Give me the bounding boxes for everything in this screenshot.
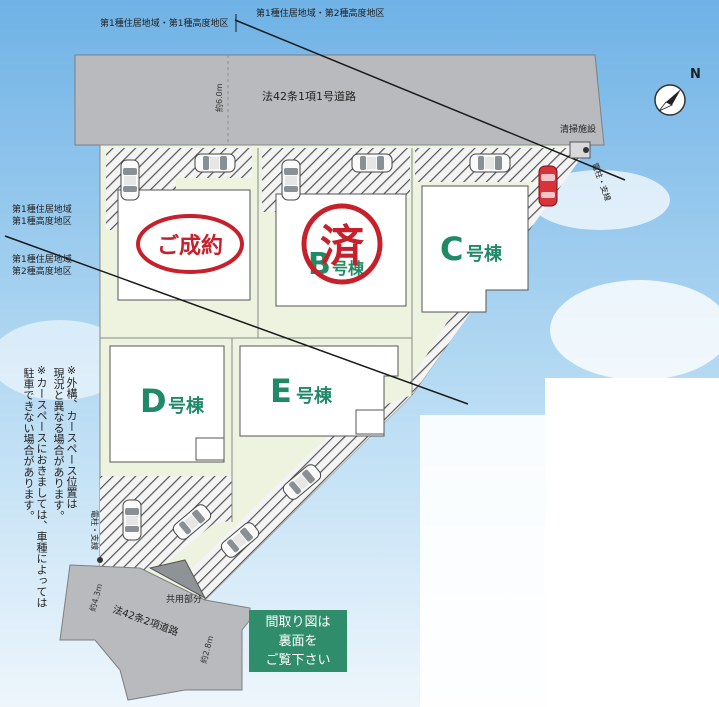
north-arrow-icon <box>666 89 681 105</box>
blank-area <box>420 415 550 707</box>
lot-b-suffix: 号棟 <box>332 259 365 278</box>
car <box>122 499 142 541</box>
lot-b-letter: B <box>308 247 331 282</box>
blank-area <box>545 378 719 707</box>
lot-c-suffix: 号棟 <box>466 243 503 265</box>
lot-e-letter: E <box>270 372 292 410</box>
zoning-left-upper-1: 第1種住居地域 <box>12 203 72 215</box>
shared-area-label: 共用部分 <box>166 593 202 605</box>
zoning-left-lower-1: 第1種住居地域 <box>12 253 72 265</box>
house-c <box>421 185 529 313</box>
cloud <box>550 280 719 380</box>
lot-c-letter: C <box>440 230 463 268</box>
cleaning-facility-marker <box>569 141 591 159</box>
pole-icon <box>583 147 589 153</box>
car <box>351 153 393 173</box>
main-road-width: 約6.0m <box>214 83 224 112</box>
south-arrow-icon <box>658 101 673 112</box>
floor-plan-notice: 間取り図は 裏面を ご覧下さい <box>249 610 347 672</box>
compass: N <box>654 67 701 116</box>
sold-stamp-text: 済 <box>320 221 365 272</box>
car-red <box>538 165 558 207</box>
zoning-boundary-line <box>234 19 626 181</box>
car <box>281 159 301 201</box>
car <box>194 153 236 173</box>
car <box>120 159 140 201</box>
zoning-top-right: 第1種住居地域・第2種高度地区 <box>256 7 384 19</box>
house-d <box>109 345 225 463</box>
notice-line-1: 間取り図は <box>265 614 331 630</box>
lot-d-letter: D <box>140 382 167 420</box>
secondary-road <box>59 564 251 701</box>
note-parking: ※カースペースにおきましては、車種によっては 駐車できない場合があります。 <box>22 364 48 608</box>
sold-badge <box>136 214 244 274</box>
sold-stamp <box>301 203 383 285</box>
house-d-step <box>195 437 225 461</box>
notice-line-3: ご覧下さい <box>265 652 331 668</box>
cloud <box>0 320 130 400</box>
house-e-step <box>355 409 385 435</box>
sold-badge-text: ご成約 <box>157 233 223 259</box>
main-road-label: 法42条1項1号道路 <box>262 89 356 103</box>
pole-icon <box>97 557 103 563</box>
compass-north-label: N <box>690 67 701 82</box>
pole-left-label: 電柱・支線 <box>90 510 100 550</box>
cloud <box>530 170 670 230</box>
zoning-boundary-line <box>4 235 469 405</box>
main-road <box>74 54 605 146</box>
zoning-top-left: 第1種住居地域・第1種高度地区 <box>100 17 228 29</box>
shared-area <box>148 559 207 600</box>
notice-line-2: 裏面を <box>278 633 318 649</box>
zoning-left-upper-2: 第1種高度地区 <box>12 215 72 227</box>
cleaning-facility-label: 清掃施設 <box>560 123 596 135</box>
car <box>469 153 511 173</box>
note-exterior: ※外構、カースペース位置は 現況と異なる場合があります。 <box>52 364 78 522</box>
lot-e-suffix: 号棟 <box>296 385 333 407</box>
lot-d-suffix: 号棟 <box>168 395 205 417</box>
zoning-left-lower-2: 第2種高度地区 <box>12 265 72 277</box>
